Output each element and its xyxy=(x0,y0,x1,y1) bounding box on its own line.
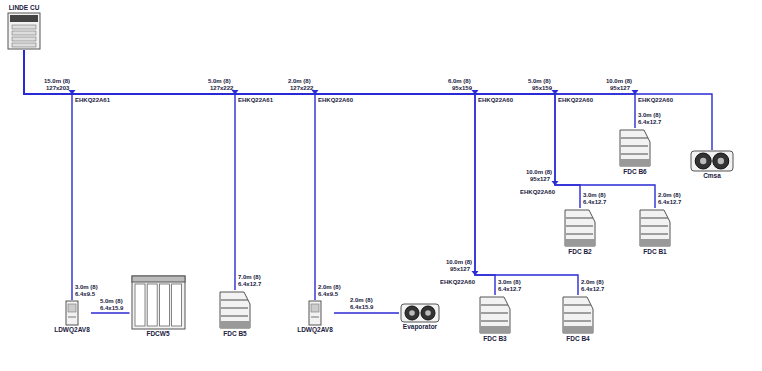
pipe-label: 10.0m (8) xyxy=(606,78,632,85)
fan-unit: Cmsa xyxy=(689,150,735,180)
pipe-label: 6.4x12.7 xyxy=(638,119,661,126)
pipe-label: 2.0m (8) xyxy=(288,78,311,85)
pipe-label: EHKQ22A60 xyxy=(558,97,593,104)
pipe-label: EHKQ22A60 xyxy=(318,97,353,104)
pipe-label: 6.0m (8) xyxy=(448,78,471,85)
pipe-line xyxy=(24,50,315,300)
pipe-label: EHKQ22A60 xyxy=(478,97,513,104)
unit-name: FDCW5 xyxy=(146,330,169,338)
refrigeration-unit: FDCW5 xyxy=(130,275,187,338)
refrigeration-unit: FDC B4 xyxy=(560,295,596,343)
pipe-label: 95x127 xyxy=(530,176,550,183)
case-icon xyxy=(618,128,652,168)
refrigeration-unit: FDC B2 xyxy=(562,208,598,256)
pipe-label: 6.4x12.7 xyxy=(658,199,681,206)
pipe-label: 3.0m (8) xyxy=(498,279,521,286)
unit-name: Evaporator xyxy=(403,323,437,331)
cabinet-icon xyxy=(131,275,186,330)
refrigeration-unit: LINDE CU xyxy=(6,4,42,50)
pipe-line xyxy=(334,312,399,313)
tee-fitting xyxy=(552,90,559,95)
tee-fitting xyxy=(69,90,76,95)
valve-unit: LDWQ2AV8 xyxy=(53,300,91,334)
pipe-label: 127x222 xyxy=(290,85,313,92)
pipe-line xyxy=(24,50,495,295)
tee-fitting xyxy=(472,271,479,276)
unit-name: FDC B3 xyxy=(483,335,506,343)
pipe-label: 95x159 xyxy=(452,85,472,92)
case-icon xyxy=(563,208,597,248)
pipe-label: EHKQ22A60 xyxy=(638,97,673,104)
pipe-label: 7.0m (8) xyxy=(238,274,261,281)
pipe-label: 2.0m (8) xyxy=(350,297,373,304)
pipe-label: 95x159 xyxy=(532,85,552,92)
pipe-line xyxy=(24,50,578,295)
unit-name: LINDE CU xyxy=(9,4,40,12)
pipe-label: 10.0m (8) xyxy=(446,259,472,266)
pipe-line xyxy=(24,50,580,208)
pipe-label: EHKQ22A60 xyxy=(440,279,475,286)
unit-name: LDWQ2AV8 xyxy=(297,326,333,334)
pipe-label: 95x127 xyxy=(450,266,470,273)
pipe-label: EHKQ22A61 xyxy=(238,97,273,104)
pipe-line xyxy=(24,50,712,150)
pipe-label: 6.4x9.5 xyxy=(318,291,338,298)
pipe-label: 2.0m (8) xyxy=(658,192,681,199)
evap-icon xyxy=(690,150,734,172)
pipe-label: 15.0m (8) xyxy=(44,78,70,85)
pipe-label: 3.0m (8) xyxy=(583,192,606,199)
pipe-label: 2.0m (8) xyxy=(581,279,604,286)
case-icon xyxy=(218,290,252,330)
pipe-label: 127x222 xyxy=(210,85,233,92)
pipe-label: 5.0m (8) xyxy=(528,78,551,85)
pipe-label: EHKQ22A61 xyxy=(75,97,110,104)
pipe-label: 6.4x9.5 xyxy=(75,291,95,298)
pipe-label: 3.0m (8) xyxy=(638,112,661,119)
unit-name: LDWQ2AV8 xyxy=(54,326,90,334)
pipe-label: 6.4x15.9 xyxy=(350,304,373,311)
pipe-line xyxy=(91,312,130,313)
rack-icon xyxy=(7,12,41,50)
pipe-line xyxy=(24,50,655,208)
pipe-label: 127x203 xyxy=(46,85,69,92)
unit-name: FDC B5 xyxy=(223,330,246,338)
unit-name: FDC B4 xyxy=(566,335,589,343)
unit-name: Cmsa xyxy=(703,172,721,180)
pipe-line xyxy=(24,50,72,300)
pipe-label: 6.4x12.7 xyxy=(498,286,521,293)
tee-fitting xyxy=(632,90,639,95)
unit-name: FDC B6 xyxy=(623,168,646,176)
pipe-label: 5.0m (8) xyxy=(208,78,231,85)
pipe-label: 10.0m (8) xyxy=(526,169,552,176)
pipe-label: 2.0m (8) xyxy=(318,284,341,291)
unit-name: FDC B1 xyxy=(643,248,666,256)
pipe-label: 95x127 xyxy=(610,85,630,92)
refrigeration-unit: FDC B6 xyxy=(617,128,653,176)
pipe-label: EHKQ22A60 xyxy=(520,189,555,196)
pipe-label: 6.4x12.7 xyxy=(238,281,261,288)
refrigeration-unit: FDC B5 xyxy=(217,290,253,338)
pipe-line xyxy=(24,50,235,290)
unit-name: FDC B2 xyxy=(568,248,591,256)
fan-unit: Evaporator xyxy=(399,303,441,331)
valve-icon xyxy=(308,300,322,326)
pipe-label: 5.0m (8) xyxy=(100,298,123,305)
pipe-label: 6.4x12.7 xyxy=(583,199,606,206)
valve-unit: LDWQ2AV8 xyxy=(296,300,334,334)
refrigeration-unit: FDC B1 xyxy=(637,208,673,256)
pipe-line xyxy=(24,50,635,128)
valve-icon xyxy=(65,300,79,326)
pipe-label: 6.4x12.7 xyxy=(581,286,604,293)
refrigeration-unit: FDC B3 xyxy=(477,295,513,343)
tee-fitting xyxy=(472,90,479,95)
tee-fitting xyxy=(552,181,559,186)
pipe-label: 6.4x15.9 xyxy=(100,305,123,312)
pipe-label: 3.0m (8) xyxy=(75,284,98,291)
case-icon xyxy=(561,295,595,335)
evap-icon xyxy=(400,303,440,323)
case-icon xyxy=(638,208,672,248)
case-icon xyxy=(478,295,512,335)
